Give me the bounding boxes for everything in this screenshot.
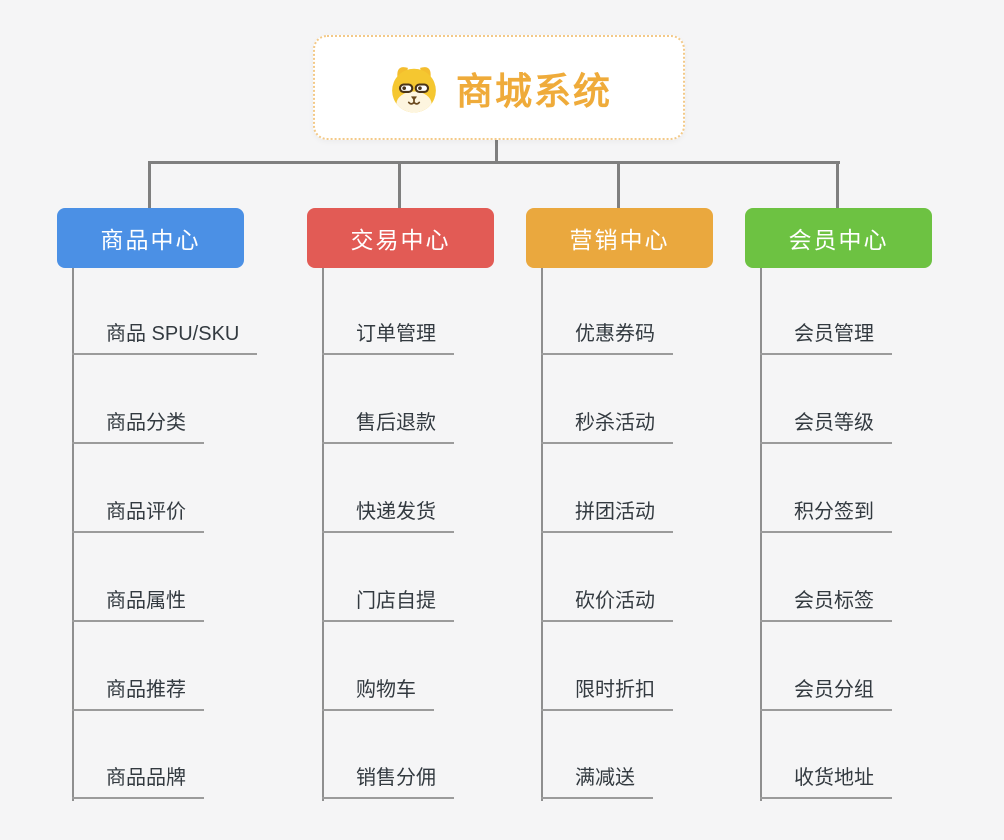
branch-spine [541, 268, 543, 801]
connector-drop-members [836, 161, 839, 209]
connector-drop-products [148, 161, 151, 209]
dog-face-icon [392, 66, 436, 112]
subtopic-node[interactable]: 商品分类 [72, 410, 204, 444]
subtopic-node[interactable]: 商品评价 [72, 499, 204, 533]
subtopic-node[interactable]: 积分签到 [760, 499, 892, 533]
subtopic-node[interactable]: 收货地址 [760, 765, 892, 799]
subtopic-node[interactable]: 商品 SPU/SKU [72, 321, 258, 355]
root-node[interactable]: 商城系统 [313, 35, 685, 140]
subtopic-node[interactable]: 门店自提 [322, 588, 454, 622]
connector-horizontal [149, 161, 840, 164]
subtopic-node[interactable]: 会员标签 [760, 588, 892, 622]
subtopic-node[interactable]: 订单管理 [322, 321, 454, 355]
subtopic-node[interactable]: 商品推荐 [72, 677, 204, 711]
subtopic-node[interactable]: 商品品牌 [72, 765, 204, 799]
branch-node-products[interactable]: 商品中心 [57, 208, 244, 268]
connector-root-vertical [495, 139, 498, 164]
branch-spine [72, 268, 74, 801]
root-title: 商城系统 [456, 70, 612, 112]
connector-drop-marketing [617, 161, 620, 209]
branch-spine [322, 268, 324, 801]
subtopic-node[interactable]: 秒杀活动 [541, 410, 673, 444]
branch-spine [760, 268, 762, 801]
subtopic-node[interactable]: 购物车 [322, 677, 434, 711]
subtopic-node[interactable]: 会员分组 [760, 677, 892, 711]
subtopic-node[interactable]: 会员管理 [760, 321, 892, 355]
branch-node-trade[interactable]: 交易中心 [307, 208, 494, 268]
subtopic-node[interactable]: 拼团活动 [541, 499, 673, 533]
subtopic-node[interactable]: 售后退款 [322, 410, 454, 444]
subtopic-node[interactable]: 优惠券码 [541, 321, 673, 355]
subtopic-node[interactable]: 销售分佣 [322, 765, 454, 799]
subtopic-node[interactable]: 快递发货 [322, 499, 454, 533]
subtopic-node[interactable]: 满减送 [541, 765, 653, 799]
branch-node-members[interactable]: 会员中心 [745, 208, 932, 268]
subtopic-node[interactable]: 会员等级 [760, 410, 892, 444]
branch-node-marketing[interactable]: 营销中心 [526, 208, 713, 268]
connector-drop-trade [398, 161, 401, 209]
subtopic-node[interactable]: 砍价活动 [541, 588, 673, 622]
subtopic-node[interactable]: 商品属性 [72, 588, 204, 622]
subtopic-node[interactable]: 限时折扣 [541, 677, 673, 711]
